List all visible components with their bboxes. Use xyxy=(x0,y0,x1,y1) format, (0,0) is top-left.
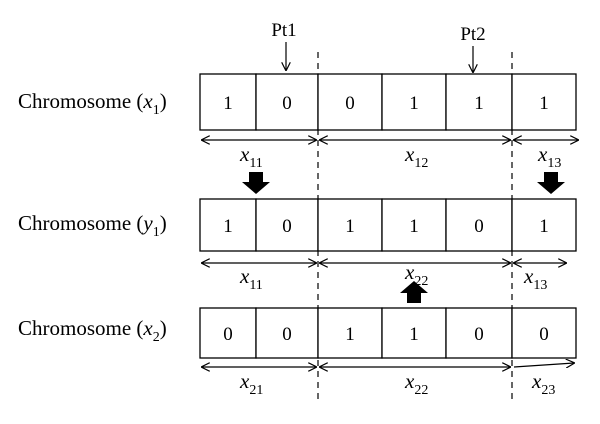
gene-cell xyxy=(317,198,383,252)
gene-cell xyxy=(381,198,447,252)
down-arrow-icon xyxy=(537,172,565,194)
segment-label: x23 xyxy=(531,369,555,398)
gene-cell xyxy=(317,307,383,359)
gene-value: 1 xyxy=(409,216,419,237)
gene-cell xyxy=(255,198,319,252)
gene-value: 0 xyxy=(474,216,484,237)
gene-value: 1 xyxy=(345,216,355,237)
segment-label: x11 xyxy=(239,264,263,293)
gene-cell xyxy=(445,307,513,359)
gene-value: 1 xyxy=(345,324,355,345)
gene-value: 1 xyxy=(539,93,549,114)
gene-value: 1 xyxy=(474,93,484,114)
gene-value: 0 xyxy=(282,216,292,237)
segment-label: x22 xyxy=(404,369,428,398)
chromosome-row-x2: Chromosome (x2) 0 0 1 1 0 0 x21 x22 x23 xyxy=(18,307,577,398)
gene-cell xyxy=(199,198,257,252)
row-label: Chromosome (x1) xyxy=(18,89,167,118)
segment-label: x12 xyxy=(404,142,428,171)
segment-label: x13 xyxy=(537,142,561,171)
gene-cell xyxy=(445,198,513,252)
gene-cell xyxy=(381,73,447,131)
gene-cell xyxy=(511,198,577,252)
gene-value: 0 xyxy=(474,324,484,345)
gene-value: 0 xyxy=(345,93,355,114)
gene-value: 1 xyxy=(223,216,233,237)
chromosome-row-x1: Chromosome (x1) 1 0 0 1 1 1 x11 x12 x13 xyxy=(18,73,578,171)
gene-value: 1 xyxy=(223,93,233,114)
gene-value: 0 xyxy=(282,93,292,114)
gene-cell xyxy=(199,307,257,359)
row-label: Chromosome (y1) xyxy=(18,211,167,240)
cut-point-label-pt2: Pt2 xyxy=(460,24,485,45)
cut-point-label-pt1: Pt1 xyxy=(271,20,296,41)
gene-value: 0 xyxy=(223,324,233,345)
gene-cell xyxy=(199,73,257,131)
gene-value: 0 xyxy=(539,324,549,345)
gene-cell xyxy=(381,307,447,359)
gene-value: 1 xyxy=(409,93,419,114)
gene-value: 1 xyxy=(409,324,419,345)
segment-label: x11 xyxy=(239,142,263,171)
gene-cell xyxy=(511,307,577,359)
segment-label: x13 xyxy=(523,264,547,293)
segment-span-arrow xyxy=(513,363,574,367)
gene-cell xyxy=(511,73,577,131)
row-label: Chromosome (x2) xyxy=(18,316,167,345)
gene-cell xyxy=(445,73,513,131)
gene-value: 1 xyxy=(539,216,549,237)
down-arrow-icon xyxy=(242,172,270,194)
segment-label: x21 xyxy=(239,369,263,398)
gene-cell xyxy=(317,73,383,131)
gene-cell xyxy=(255,307,319,359)
gene-value: 0 xyxy=(282,324,292,345)
chromosome-row-y1: Chromosome (y1) 1 0 1 1 0 1 x11 x22 x13 xyxy=(18,198,577,293)
up-arrow-icon xyxy=(400,281,428,303)
